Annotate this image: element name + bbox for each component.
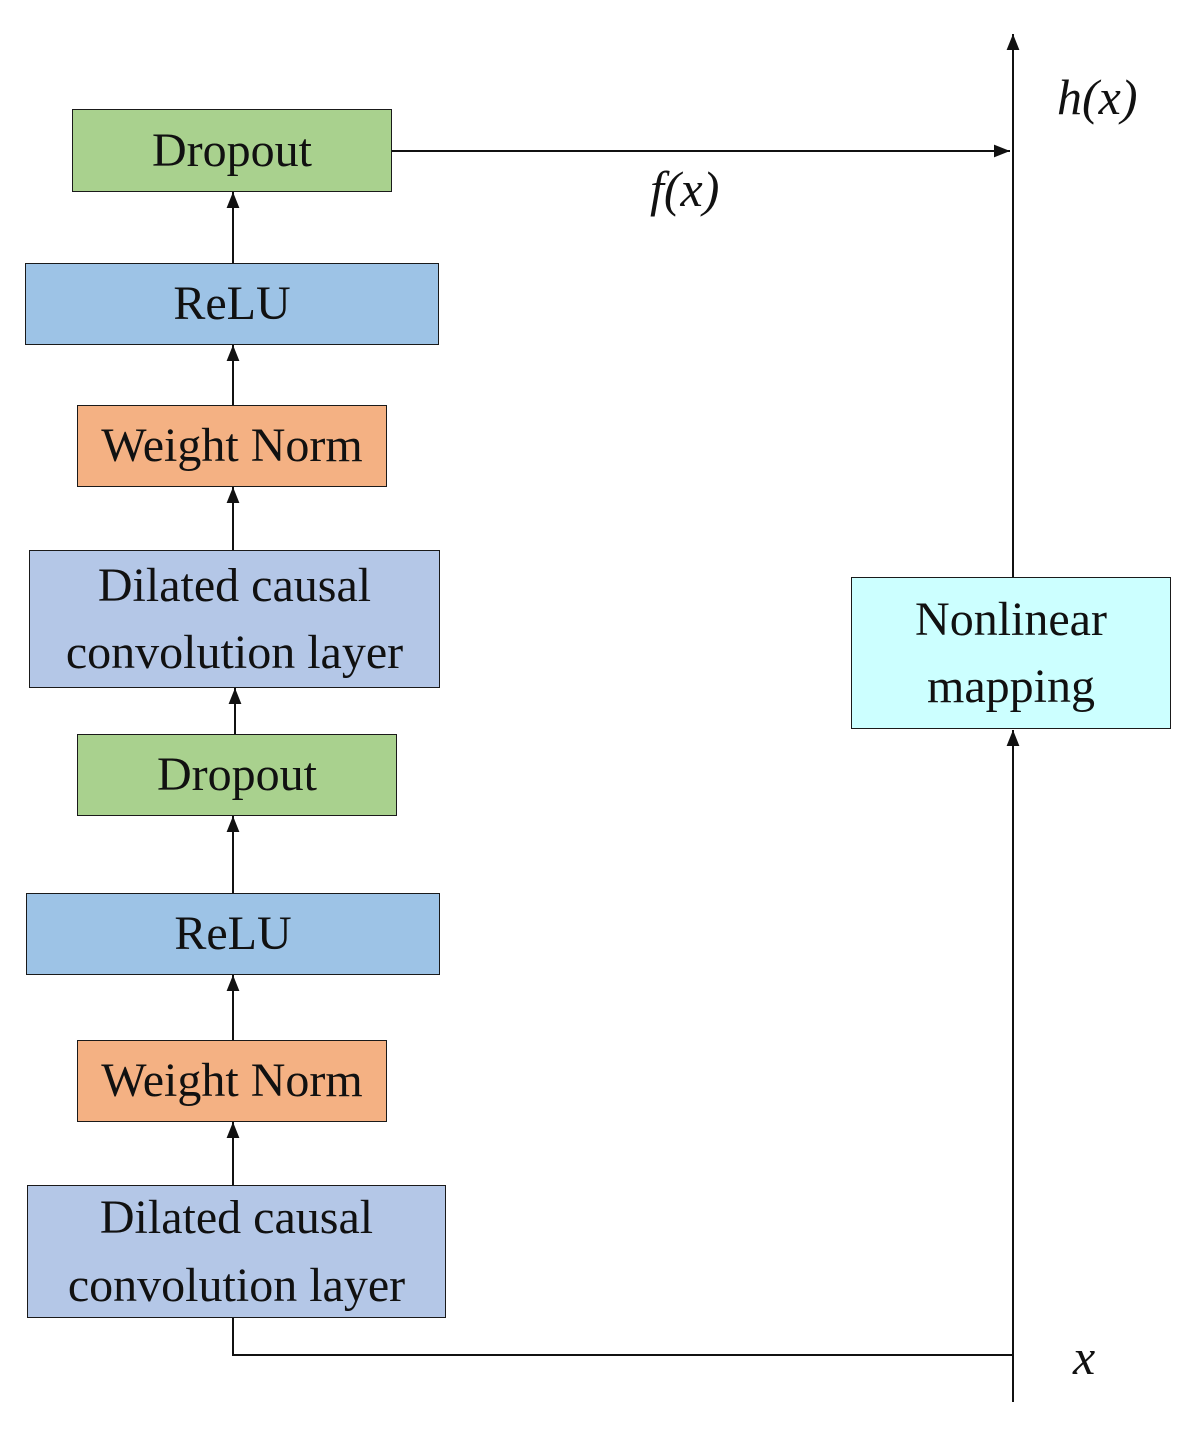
dropout-block-top: Dropout [72, 109, 392, 192]
dilated-conv-label-bottom-line1: Dilated causal [99, 1191, 374, 1245]
relu-label-bottom: ReLU [174, 907, 292, 961]
dilated-conv-block-bottom: Dilated causal convolution layer [27, 1185, 446, 1318]
dilated-conv-label-top-line1: Dilated causal [97, 558, 372, 612]
weight-norm-block-bottom: Weight Norm [77, 1040, 387, 1122]
dropout-label-bottom: Dropout [157, 748, 317, 802]
input-label-x: x [1073, 1329, 1096, 1385]
residual-label-fx: f(x) [650, 161, 720, 217]
dilated-conv-label-bottom-line2: convolution layer [67, 1258, 406, 1312]
nonlinear-mapping-block: Nonlinear mapping [851, 577, 1171, 729]
input-line [232, 1318, 1013, 1356]
weight-norm-label-top: Weight Norm [101, 419, 363, 473]
nonlinear-label-line2: mapping [927, 660, 1095, 713]
weight-norm-label-bottom: Weight Norm [101, 1054, 363, 1108]
output-label-hx: h(x) [1057, 69, 1138, 125]
relu-block-bottom: ReLU [26, 893, 440, 975]
dropout-label-top: Dropout [152, 123, 312, 177]
dilated-conv-label-top-line2: convolution layer [65, 626, 404, 679]
relu-block-top: ReLU [25, 263, 439, 345]
nonlinear-label-line1: Nonlinear [915, 592, 1107, 646]
weight-norm-block-top: Weight Norm [77, 405, 387, 487]
dilated-conv-block-top: Dilated causal convolution layer [29, 550, 440, 688]
dropout-block-bottom: Dropout [77, 734, 397, 816]
relu-label-top: ReLU [173, 277, 291, 331]
